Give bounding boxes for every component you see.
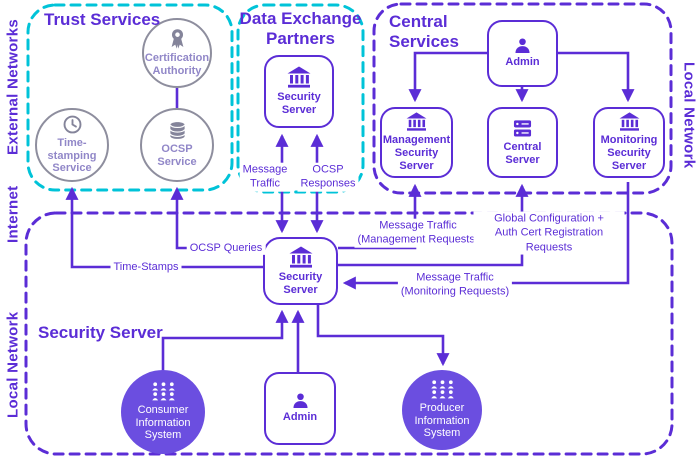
node-central-server: Central Server (487, 107, 558, 178)
security-server-zone-box (24, 211, 674, 456)
trust-services-box (26, 3, 234, 192)
person-icon (292, 393, 309, 408)
server-icon (513, 119, 532, 138)
node-security-server: Security Server (263, 237, 338, 305)
node-label: Security Server (278, 270, 323, 296)
zone-label-local-network-right: Local Network (680, 61, 698, 169)
edge-label-monitoring-requests: Message Traffic (Monitoring Requests) (397, 270, 513, 300)
node-label: Consumer Information System (135, 403, 191, 442)
security-server-zone-title: Security Server (38, 323, 163, 342)
edge-label-ocsp-queries: OCSP Queries (186, 240, 266, 256)
node-label: Monitoring Security Server (600, 134, 658, 172)
zone-label-local-network-left: Local Network (4, 311, 22, 419)
edge-ss-to-producer (316, 305, 450, 367)
edge-ocsp-queries (170, 186, 263, 250)
database-icon (168, 121, 187, 140)
people-icon (429, 380, 456, 399)
data-exchange-partners-title: Data Exchange Partners (239, 9, 362, 48)
node-producer-information-system: Producer Information System (402, 370, 482, 450)
edge-time-stamps (65, 186, 263, 269)
node-label: OCSP Service (157, 143, 197, 168)
node-local-admin: Admin (264, 372, 336, 445)
award-icon (168, 28, 187, 49)
node-label: Time- stamping Service (47, 136, 97, 175)
node-label: Security Server (277, 91, 321, 116)
node-label: Admin (505, 56, 540, 69)
edge-admin-management (408, 51, 487, 103)
node-time-stamping-service: Time- stamping Service (35, 108, 109, 182)
edge-label-message-traffic: Message Traffic (239, 162, 291, 192)
zone-label-external-networks: External Networks (4, 19, 22, 155)
edge-management-requests (338, 183, 422, 250)
node-central-admin: Admin (487, 20, 558, 87)
node-dep-security-server: Security Server (264, 55, 334, 128)
bank-icon (406, 112, 427, 131)
edge-label-ocsp-responses: OCSP Responses (297, 162, 359, 192)
people-icon (150, 382, 177, 401)
clock-icon (63, 115, 82, 134)
node-monitoring-security-server: Monitoring Security Server (593, 107, 665, 178)
node-management-security-server: Management Security Server (380, 107, 453, 178)
node-label: Certification Authority (144, 52, 210, 77)
central-services-title: Central Services (389, 12, 459, 51)
node-certification-authority: Certification Authority (142, 18, 212, 88)
edge-label-management-requests: Message Traffic (Management Requests) (354, 218, 482, 248)
bank-icon (619, 112, 640, 131)
node-consumer-information-system: Consumer Information System (121, 370, 205, 454)
data-exchange-partners-box (236, 3, 365, 194)
node-ocsp-service: OCSP Service (140, 108, 214, 182)
bank-icon (287, 66, 311, 88)
edge-consumer-to-ss (161, 309, 289, 371)
person-icon (514, 38, 531, 53)
zone-label-internet: Internet (4, 185, 22, 243)
node-label: Management Security Server (382, 134, 451, 172)
node-label: Admin (282, 411, 318, 424)
edge-admin-monitoring (558, 51, 635, 103)
node-label: Central Server (503, 140, 542, 166)
bank-icon (289, 246, 313, 268)
edge-label-time-stamps: Time-Stamps (110, 259, 182, 275)
edge-label-global-configuration: Global Configuration + Auth Cert Registr… (473, 211, 625, 255)
trust-services-title: Trust Services (44, 10, 161, 29)
node-label: Producer Information System (414, 401, 470, 440)
